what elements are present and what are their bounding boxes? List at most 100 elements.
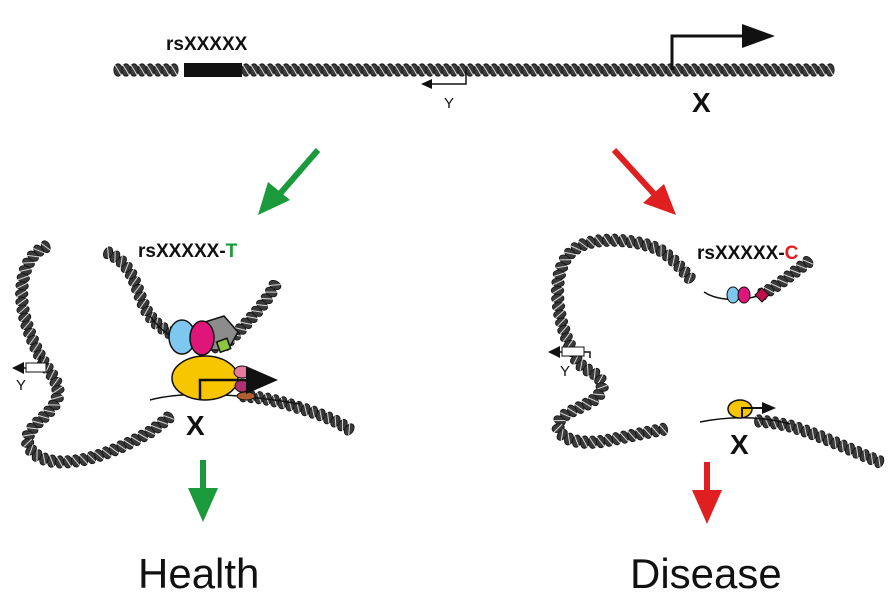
dna-helix-segment	[297, 63, 307, 77]
dna-helix-segment	[425, 63, 435, 77]
magenta-factor	[737, 286, 751, 304]
dna-helix-segment	[113, 63, 123, 77]
disease-outcome-arrow	[692, 462, 722, 524]
dna-helix-segment	[529, 63, 539, 77]
dna-helix-segment	[129, 63, 139, 77]
gene-x-label: X	[186, 410, 205, 441]
dna-helix-segment	[497, 63, 507, 77]
disease-pathway-arrow	[611, 147, 676, 215]
dna-helix-segment	[625, 63, 635, 77]
dna-helix-segment	[594, 374, 607, 385]
dna-helix-segment	[369, 63, 379, 77]
dna-helix-segment	[579, 435, 590, 449]
snp-label: rsXXXXX-T	[138, 241, 238, 262]
dna-helix-segment	[610, 233, 620, 247]
dna-helix-segment	[465, 63, 475, 77]
dna-helix-segment	[78, 453, 89, 467]
snp-prefix: rsXXXXX-	[138, 241, 226, 262]
dna-helix-segment	[26, 335, 39, 346]
dna-helix-segment	[593, 63, 603, 77]
dna-helix-segment	[673, 63, 683, 77]
dna-helix-segment	[16, 273, 30, 283]
dna-helix-segment	[49, 376, 63, 387]
disease-factor-cluster	[726, 286, 770, 304]
dna-helix-segment	[489, 63, 499, 77]
dna-helix-segment	[293, 400, 303, 414]
dna-helix-segment	[353, 63, 363, 77]
dna-helix-segment	[825, 63, 835, 77]
dna-helix-segment	[337, 63, 347, 77]
health-outcome-arrow	[188, 460, 218, 522]
dna-helix-segment	[564, 432, 574, 446]
dna-helix-segment	[594, 234, 604, 248]
gene-x-promoter-arrow	[670, 34, 748, 70]
dna-helix-segment	[473, 63, 483, 77]
dna-helix-segment	[433, 63, 443, 77]
gene-x-arrowhead	[742, 24, 775, 48]
dna-helix-segment	[745, 63, 755, 77]
dna-helix-segment	[417, 63, 427, 77]
dna-helix-segment	[21, 430, 35, 441]
dna-helix-segment	[800, 424, 811, 438]
dna-helix-segment	[345, 63, 355, 77]
dna-helix-segment	[15, 297, 29, 307]
dna-helix-segment	[133, 291, 147, 302]
dna-helix-segment	[457, 63, 467, 77]
gene-y-label: Y	[16, 377, 26, 394]
dna-helix-segment	[131, 283, 144, 294]
dna-helix-segment	[550, 285, 565, 296]
magenta-factor	[189, 320, 215, 356]
dna-helix-segment	[753, 63, 763, 77]
health-outcome-label: Health	[138, 550, 259, 596]
dna-helix-segment	[761, 63, 771, 77]
gene-y-arrow	[12, 356, 47, 374]
dna-helix-segment	[793, 63, 803, 77]
dna-helix-segment	[393, 63, 403, 77]
blue-factor	[726, 286, 740, 304]
green-factor	[215, 337, 232, 354]
dna-helix-segment	[817, 63, 827, 77]
dna-helix-segment	[265, 63, 275, 77]
health-pathway-arrow	[258, 148, 321, 215]
dna-helix-segment	[697, 63, 707, 77]
dna-helix-segment	[809, 63, 819, 77]
dna-helix-segment	[161, 63, 171, 77]
dna-helix-segment	[385, 63, 395, 77]
dna-helix-segment	[578, 238, 589, 251]
dna-helix-segment	[561, 63, 571, 77]
dna-helix-segment	[15, 281, 29, 291]
dna-helix-segment	[513, 63, 523, 77]
dna-helix-segment	[521, 63, 531, 77]
dna-helix-segment	[39, 452, 50, 466]
dna-helix-segment	[657, 63, 667, 77]
dna-helix-segment	[153, 63, 163, 77]
right-linker-a	[703, 291, 759, 301]
gene-x-promoter-arrow	[741, 407, 764, 418]
dna-helix-segment	[23, 327, 36, 338]
dna-helix-segment	[737, 63, 747, 77]
dna-helix-segment	[103, 246, 114, 260]
dna-helix-segment	[713, 63, 723, 77]
dna-helix-segment	[754, 414, 764, 428]
dna-helix-segment	[553, 309, 567, 320]
gene-y-label: Y	[560, 363, 570, 380]
dna-helix-segment	[602, 233, 612, 247]
dna-helix-segment	[609, 63, 619, 77]
dna-helix-segment	[681, 63, 691, 77]
dna-helix-segment	[329, 63, 339, 77]
dna-helix-segment	[401, 63, 411, 77]
snp-allele: C	[785, 243, 799, 264]
dna-helix-segment	[140, 305, 153, 317]
snp-label: rsXXXXX-C	[697, 243, 799, 264]
gene-x-arrowhead	[762, 402, 776, 414]
dna-helix-segment	[557, 325, 571, 335]
red-factor	[754, 287, 770, 303]
dna-helix-segment	[553, 63, 563, 77]
yellow-factor	[171, 355, 239, 401]
dna-helix-segment	[505, 63, 515, 77]
dna-helix-segment	[313, 63, 323, 77]
dna-helix-segment	[649, 63, 659, 77]
dna-helix-segment	[16, 304, 30, 315]
dna-helix-segment	[585, 63, 595, 77]
